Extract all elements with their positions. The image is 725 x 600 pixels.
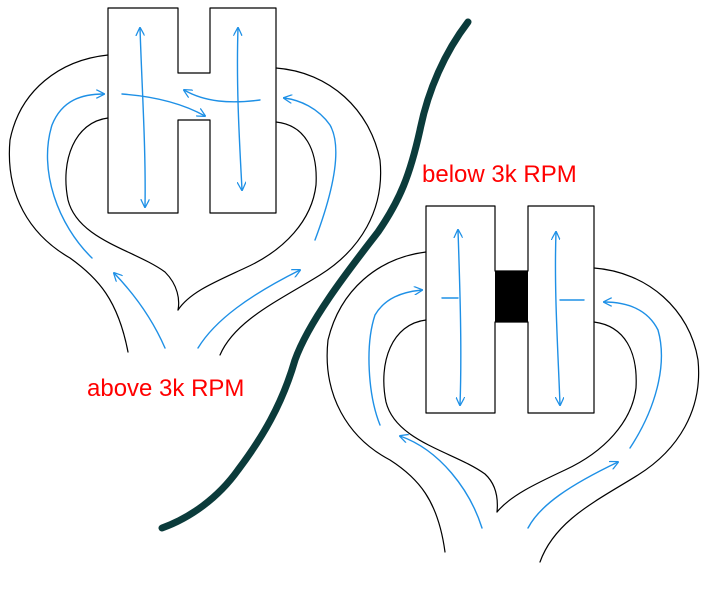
flow-arrow-runner-right-up-closed xyxy=(604,302,663,449)
h-chamber-open xyxy=(107,7,277,214)
divider-line xyxy=(158,18,472,532)
flow-arrow-inlet-left-closed xyxy=(400,436,483,529)
flow-arrow-inlet-right xyxy=(197,270,300,349)
intake-open-diagram xyxy=(8,7,382,356)
flow-arrow-crossover-right xyxy=(121,93,205,116)
crossover-valve-block xyxy=(495,271,528,322)
flow-arrow-inlet-right-closed xyxy=(527,462,618,529)
runner-inner-wall-open-right xyxy=(177,121,317,311)
runner-outer-wall-closed xyxy=(326,251,446,553)
intake-closed-diagram xyxy=(326,205,700,563)
flow-arrow-right-leg-closed xyxy=(555,232,560,405)
label-below-3k-rpm: below 3k RPM xyxy=(422,161,577,188)
flow-arrow-runner-right-up xyxy=(284,98,337,241)
flow-arrow-crossover-left xyxy=(184,90,261,103)
runner-outer-wall-open-right xyxy=(219,67,382,356)
flow-arrow-left-leg-closed xyxy=(458,230,461,405)
flow-arrow-right-leg xyxy=(237,28,242,190)
runner-inner-wall-open xyxy=(65,117,180,311)
flow-arrow-inlet-left xyxy=(114,273,166,349)
flow-arrow-left-leg xyxy=(140,28,145,207)
flow-arrow-runner-left-up xyxy=(46,94,104,259)
runner-outer-wall-closed-right xyxy=(539,267,700,563)
runner-inner-wall-closed-right xyxy=(496,321,637,513)
flow-arrow-runner-left-up-closed xyxy=(368,290,422,426)
runner-inner-wall-closed xyxy=(383,319,498,513)
label-above-3k-rpm: above 3k RPM xyxy=(87,375,244,402)
runner-outer-wall-open xyxy=(8,54,129,353)
